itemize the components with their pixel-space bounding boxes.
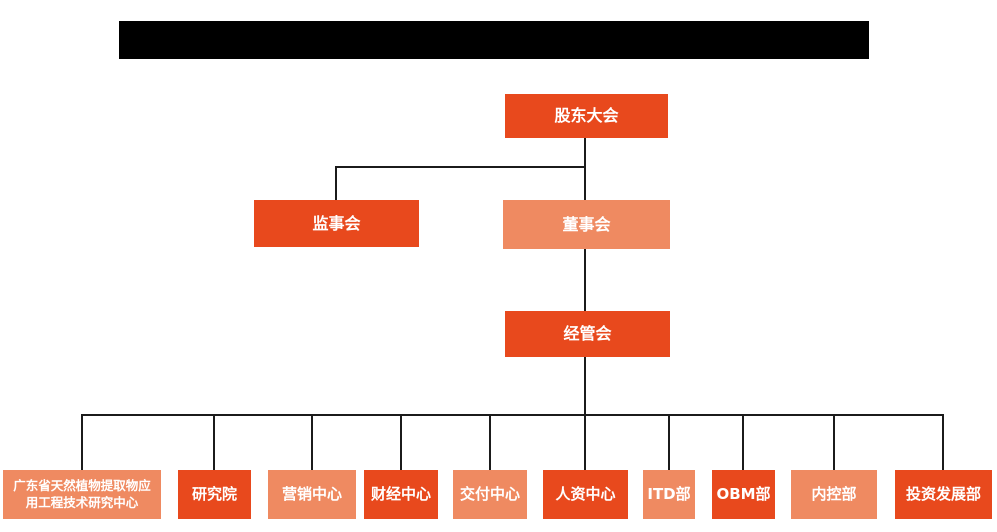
connector-drop-finance-center [400, 414, 402, 470]
connector-drop-obm-department [742, 414, 744, 470]
org-node-finance-center: 财经中心 [364, 470, 438, 519]
org-node-management-committee: 经管会 [505, 311, 670, 357]
connector-drop-research-institute [213, 414, 215, 470]
connector-drop-investment-development-department [942, 414, 944, 470]
redacted-title-bar [119, 21, 869, 59]
connector-departments-bus [81, 414, 943, 416]
org-node-research-institute: 研究院 [178, 470, 251, 519]
org-node-hr-center: 人资中心 [543, 470, 628, 519]
connector-drop-marketing-center [311, 414, 313, 470]
connector-drop-hr-center [584, 414, 586, 470]
org-node-delivery-center: 交付中心 [453, 470, 527, 519]
connector-drop-delivery-center [489, 414, 491, 470]
connector-drop-guangdong-research-center [81, 414, 83, 470]
connector-supervisory-branch [335, 166, 586, 168]
org-node-board-of-directors: 董事会 [503, 200, 670, 249]
org-node-obm-department: OBM部 [712, 470, 775, 519]
org-node-shareholders-meeting: 股东大会 [505, 94, 668, 138]
connector-management-stem [584, 357, 586, 416]
connector-supervisory-drop [335, 166, 337, 200]
org-node-supervisory-board: 监事会 [254, 200, 419, 247]
connector-board-to-management-stem [584, 249, 586, 311]
connector-drop-itd-department [668, 414, 670, 470]
org-node-guangdong-research-center: 广东省天然植物提取物应用工程技术研究中心 [3, 470, 161, 519]
org-node-itd-department: ITD部 [643, 470, 695, 519]
connector-drop-internal-control-department [833, 414, 835, 470]
connector-shareholders-stem [584, 138, 586, 200]
org-node-investment-development-department: 投资发展部 [895, 470, 992, 519]
org-node-internal-control-department: 内控部 [791, 470, 877, 519]
org-node-marketing-center: 营销中心 [268, 470, 356, 519]
